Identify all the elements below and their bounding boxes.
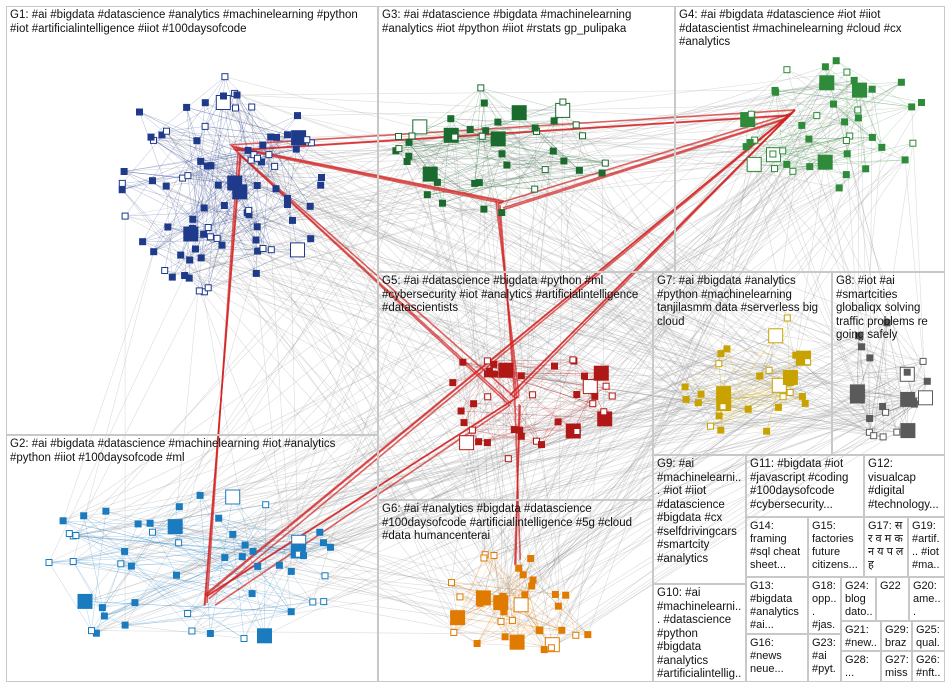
group-box-g29: G29: braz... <box>881 621 912 651</box>
group-label-g4: G4: #ai #bigdata #datascience #iot #iiot… <box>679 9 942 50</box>
group-box-g26: G26: #nft.. <box>912 651 945 682</box>
group-label-g11: G11: #bigdata #iot #javascript #coding #… <box>750 458 861 512</box>
group-box-g9: G9: #ai #machinelearni... #iot #iiot #da… <box>653 455 746 584</box>
group-label-g7: G7: #ai #bigdata #analytics #python #mac… <box>657 275 829 329</box>
group-box-g27: G27: miss... <box>881 651 912 682</box>
group-box-g6: G6: #ai #analytics #bigdata #datascience… <box>378 500 653 682</box>
group-box-g3: G3: #ai #datascience #bigdata #machinele… <box>378 6 675 272</box>
group-label-g15: G15: factories future citizens... <box>812 520 861 572</box>
group-label-g21: G21: #new... <box>845 624 878 651</box>
group-box-g19: G19: #artif... #iot #ma... <box>908 517 945 577</box>
group-label-g8: G8: #iot #ai #smartcities globaliqx solv… <box>836 275 942 343</box>
group-label-g13: G13: #bigdata #analytics #ai... <box>750 580 805 632</box>
group-box-g14: G14: framing #sql cheat sheet... <box>746 517 808 577</box>
group-label-g16: G16: #news neue... <box>750 637 805 676</box>
group-label-g2: G2: #ai #bigdata #datascience #machinele… <box>10 438 375 465</box>
group-label-g6: G6: #ai #analytics #bigdata #datascience… <box>382 503 650 544</box>
group-box-g25: G25: qual... <box>912 621 945 651</box>
group-label-g20: G20: ame... #hu... <box>913 580 942 621</box>
group-label-g24: G24: blog dato... <box>845 580 873 621</box>
group-label-g28: G28: ... <box>845 654 878 680</box>
group-label-g18: G18: opp... #jas... offer... <box>812 580 838 634</box>
group-box-g8: G8: #iot #ai #smartcities globaliqx solv… <box>832 272 945 455</box>
group-box-g23: G23: #ai #pyt... <box>808 634 841 682</box>
group-box-g11: G11: #bigdata #iot #javascript #coding #… <box>746 455 864 517</box>
group-box-g22: G22 <box>876 577 909 621</box>
group-box-g18: G18: opp... #jas... offer... <box>808 577 841 634</box>
group-box-g15: G15: factories future citizens... <box>808 517 864 577</box>
group-box-g4: G4: #ai #bigdata #datascience #iot #iiot… <box>675 6 945 272</box>
group-box-g21: G21: #new... <box>841 621 881 651</box>
group-box-g2: G2: #ai #bigdata #datascience #machinele… <box>6 435 378 682</box>
group-box-g5: G5: #ai #datascience #bigdata #python #m… <box>378 272 653 500</box>
group-box-g24: G24: blog dato... <box>841 577 876 621</box>
group-label-g26: G26: #nft.. <box>916 654 942 680</box>
group-label-g10: G10: #ai #machinelearni... #datascience … <box>657 587 743 682</box>
group-box-g10: G10: #ai #machinelearni... #datascience … <box>653 584 746 682</box>
group-box-g28: G28: ... <box>841 651 881 682</box>
group-label-g9: G9: #ai #machinelearni... #iot #iiot #da… <box>657 458 743 566</box>
group-label-g14: G14: framing #sql cheat sheet... <box>750 520 805 572</box>
group-box-g16: G16: #news neue... <box>746 634 808 682</box>
group-label-g23: G23: #ai #pyt... <box>812 637 838 682</box>
group-label-g3: G3: #ai #datascience #bigdata #machinele… <box>382 9 672 36</box>
group-label-g22: G22 <box>880 580 906 593</box>
group-label-g5: G5: #ai #datascience #bigdata #python #m… <box>382 275 650 316</box>
group-label-g1: G1: #ai #bigdata #datascience #analytics… <box>10 9 375 36</box>
group-label-g27: G27: miss... <box>885 654 909 682</box>
group-label-g29: G29: braz... <box>885 624 909 651</box>
group-label-g25: G25: qual... <box>916 624 942 651</box>
group-box-g1: G1: #ai #bigdata #datascience #analytics… <box>6 6 378 435</box>
group-label-g12: G12: visualcap #digital #technology... <box>868 458 942 512</box>
group-box-g12: G12: visualcap #digital #technology... <box>864 455 945 517</box>
group-label-g17: G17: स र व म क न य प ल ह <box>868 520 905 572</box>
group-box-g7: G7: #ai #bigdata #analytics #python #mac… <box>653 272 832 455</box>
group-box-g17: G17: स र व म क न य प ल ह <box>864 517 908 577</box>
group-label-g19: G19: #artif... #iot #ma... <box>912 520 942 577</box>
group-box-g13: G13: #bigdata #analytics #ai... <box>746 577 808 634</box>
group-box-g20: G20: ame... #hu... <box>909 577 945 621</box>
